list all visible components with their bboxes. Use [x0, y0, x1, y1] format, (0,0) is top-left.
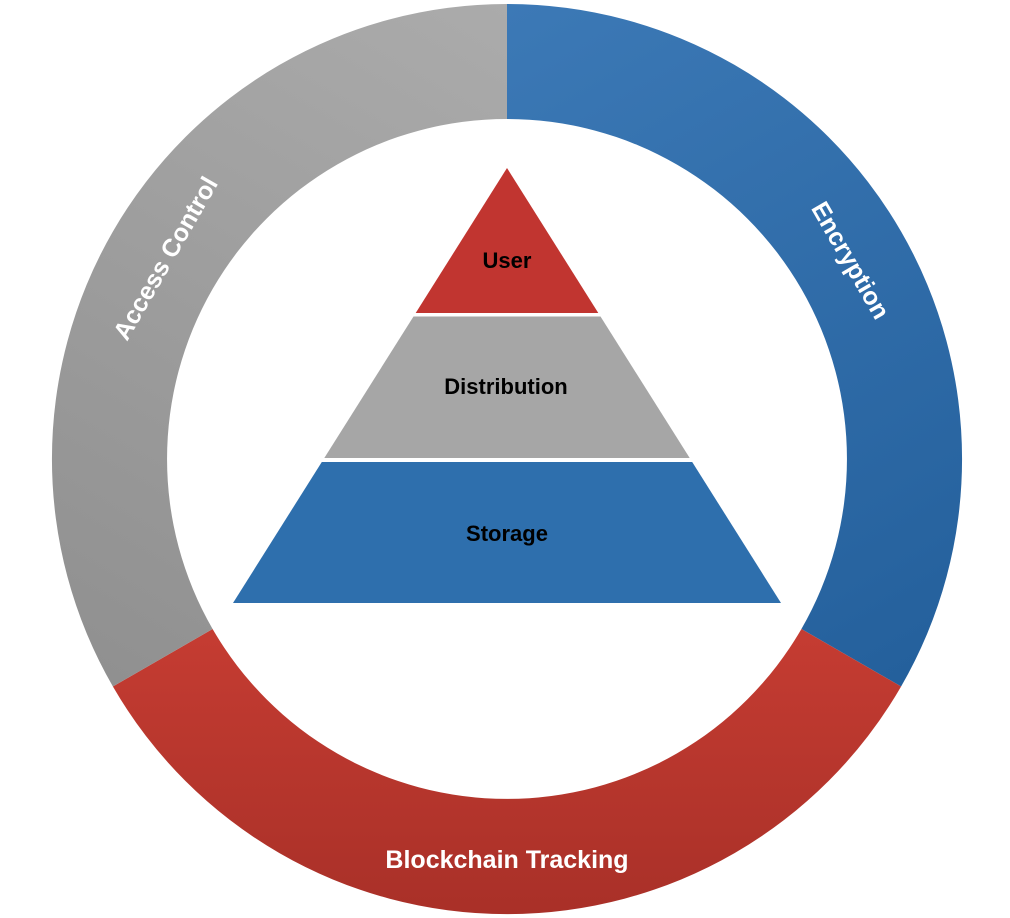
pyramid-label-distribution: Distribution	[444, 374, 567, 399]
ring: Encryption Blockchain Tracking Access Co…	[51, 3, 963, 915]
pyramid-label-user: User	[483, 248, 532, 273]
pyramid-label-storage: Storage	[466, 521, 548, 546]
pyramid-level-user	[415, 168, 599, 313]
ring-segment-encryption	[507, 3, 963, 687]
ring-segment-access-control	[51, 3, 507, 687]
pyramid-level-storage	[233, 462, 781, 603]
ring-label-blockchain-tracking: Blockchain Tracking	[385, 846, 628, 874]
pyramid: User Distribution Storage	[233, 168, 781, 603]
ring-segment-blockchain-tracking	[112, 629, 902, 915]
pyramid-level-distribution	[324, 316, 690, 458]
